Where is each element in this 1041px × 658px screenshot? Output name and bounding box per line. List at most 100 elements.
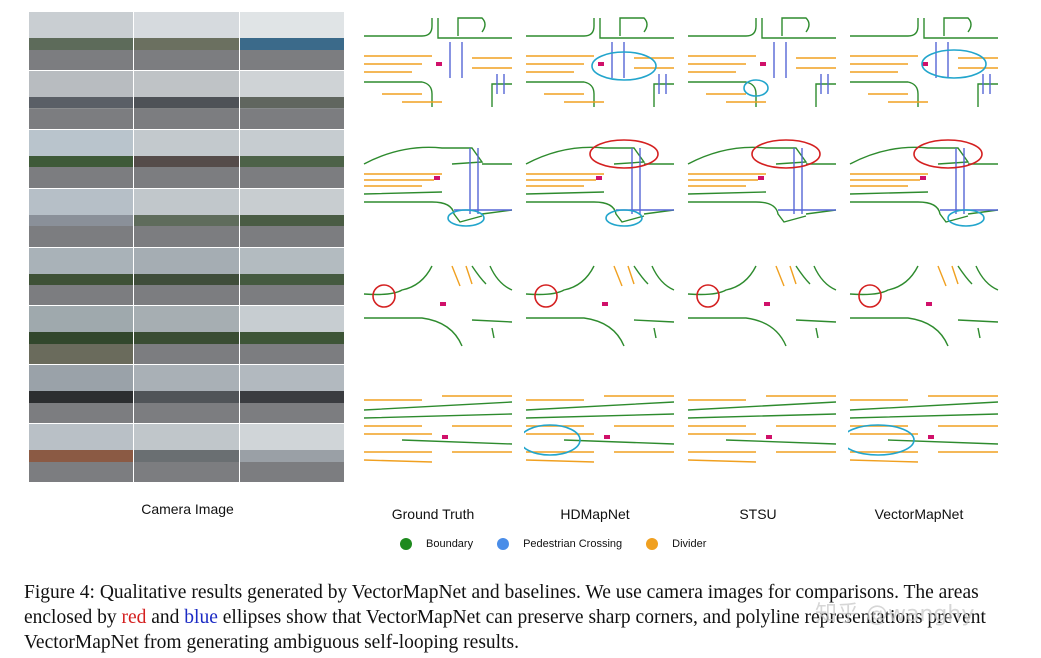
crossing-line (611, 42, 625, 78)
ego-vehicle-marker (442, 435, 448, 439)
camera-image (134, 247, 239, 306)
ego-vehicle-marker (596, 176, 602, 180)
highlight-ellipse-blue (447, 209, 485, 227)
boundary-line (687, 191, 807, 223)
hdmapnet-map-row-3 (524, 256, 680, 354)
highlight-ellipse-red (696, 284, 720, 308)
boundary-line (525, 191, 645, 223)
highlight-ellipse-blue (591, 51, 657, 81)
divider-line (364, 173, 442, 187)
highlight-ellipse-blue (524, 424, 581, 456)
highlight-ellipse-blue (605, 209, 643, 227)
divider-line (688, 55, 756, 73)
legend: Boundary Pedestrian Crossing Divider (400, 538, 706, 550)
boundary-line (687, 401, 837, 445)
divider-line (525, 395, 674, 463)
ego-vehicle-marker (920, 176, 926, 180)
divider-line (526, 55, 594, 73)
boundary-line (363, 401, 513, 445)
stsu-map-row-2 (686, 134, 842, 232)
boundary-line (850, 317, 999, 347)
ego-vehicle-marker (760, 62, 766, 66)
boundary-line (781, 17, 810, 36)
camera-image (29, 188, 134, 247)
divider-line (544, 57, 674, 103)
camera-image (239, 424, 344, 482)
vectormapnet-map-row-4 (848, 378, 1004, 476)
camera-image (239, 129, 344, 188)
camera-image (134, 188, 239, 247)
boundary-line (687, 146, 808, 165)
hdmapnet-label: HDMapNet (560, 506, 630, 522)
camera-image (134, 306, 239, 365)
legend-item-pedestrian-crossing: Pedestrian Crossing (497, 538, 622, 550)
ego-vehicle-marker (926, 302, 932, 306)
highlight-ellipse-blue (743, 79, 769, 97)
boundary-line (688, 317, 837, 347)
boundary-line (471, 265, 513, 291)
ego-vehicle-marker (764, 302, 770, 306)
camera-image (29, 70, 134, 129)
ego-vehicle-marker (928, 435, 934, 439)
boundary-line (967, 163, 999, 215)
boundary-line (525, 265, 595, 296)
camera-image (239, 12, 344, 70)
crossing-line (773, 42, 787, 78)
stsu-label: STSU (739, 506, 777, 522)
boundary-line (363, 191, 483, 223)
camera-image (134, 70, 239, 129)
ego-vehicle-marker (766, 435, 772, 439)
watermark: 知乎 @wanghy (815, 602, 975, 627)
ego-vehicle-marker (758, 176, 764, 180)
highlight-ellipse-blue (848, 424, 915, 456)
boundary-line (957, 265, 999, 291)
boundary-line (688, 18, 836, 39)
stsu-map-row-3 (686, 256, 842, 354)
legend-item-boundary: Boundary (400, 538, 473, 550)
highlight-ellipse-red (858, 284, 882, 308)
ground-truth-map-row-3 (362, 256, 518, 354)
divider-line (775, 265, 797, 287)
crossing-line (982, 74, 991, 94)
ego-vehicle-marker (436, 62, 442, 66)
divider-line (706, 57, 836, 103)
vectormapnet-map-row-2 (848, 134, 1004, 232)
ego-vehicle-marker (922, 62, 928, 66)
boundary-line (457, 17, 486, 36)
boundary-line (525, 146, 646, 165)
camera-image (29, 247, 134, 306)
divider-line (451, 265, 473, 287)
vectormapnet-map-row-3 (848, 256, 1004, 354)
crossing-line (658, 74, 667, 94)
boundary-line (815, 327, 819, 339)
camera-image (134, 12, 239, 70)
divider-line (849, 395, 998, 463)
crossing-line (820, 74, 829, 94)
divider-line (850, 173, 928, 187)
boundary-line (364, 18, 512, 39)
camera-image (239, 365, 344, 424)
ego-vehicle-marker (440, 302, 446, 306)
highlight-ellipse-red (589, 139, 659, 169)
crossing-line (940, 148, 998, 214)
crossing-line (454, 148, 512, 214)
ego-vehicle-marker (604, 435, 610, 439)
boundary-line (688, 81, 836, 107)
crossing-line (496, 74, 505, 94)
boundary-line (526, 18, 674, 39)
figure-caption: Figure 4: Qualitative results generated … (24, 582, 986, 653)
divider-line (937, 265, 959, 287)
crossing-line (449, 42, 463, 78)
divider-line (868, 57, 998, 103)
camera-image (239, 247, 344, 306)
divider-line (688, 173, 766, 187)
camera-image (134, 365, 239, 424)
hdmapnet-map-row-1 (524, 12, 680, 110)
boundary-line (805, 163, 837, 215)
vectormapnet-label: VectorMapNet (874, 506, 964, 522)
hdmapnet-map-row-2 (524, 134, 680, 232)
highlight-ellipse-blue (921, 49, 987, 79)
boundary-line (849, 401, 999, 445)
boundary-line (653, 327, 657, 339)
boundary-line (633, 265, 675, 291)
